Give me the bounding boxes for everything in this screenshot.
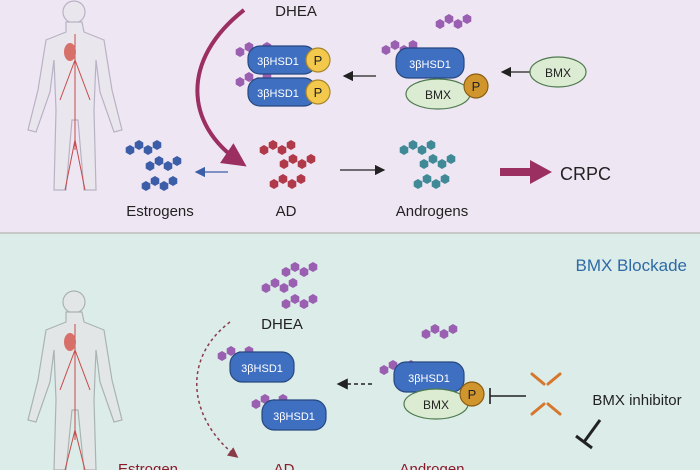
enzyme-label-5: 3βHSD1 [273,411,315,423]
bottom-androgens-label: Androgen [399,461,464,470]
bottom-panel [0,234,700,470]
bmx-label-3: BMX [423,398,449,412]
enzyme-bmx-complex-2: 3βHSD1 BMX P [379,324,485,420]
inhibitor-icon [530,372,562,416]
vasculature-icon [59,34,91,191]
top-dhea-label: DHEA [275,3,317,20]
vasculature-icon-2 [59,324,91,471]
inhibition-bar [489,388,526,404]
bottom-dhea-label: DHEA [261,316,303,333]
bmx-label-1: BMX [425,88,451,102]
bmx-kinase: BMX [529,56,587,88]
enzyme-free-2: 3βHSD1 [251,394,327,431]
enzyme-label-4: 3βHSD1 [241,363,283,375]
dhea-to-ad-arrow [195,8,247,167]
phospho-label-1: P [314,53,323,68]
top-panel [0,0,700,232]
phospho-label-2: P [314,85,323,100]
bottom-ad-label: AD [274,461,295,470]
estrogens-label: Estrogens [126,203,194,220]
bmx-inhibitor-label: BMX inhibitor [592,392,681,409]
bottom-estrogens-label: Estrogen [118,461,178,470]
ad-label: AD [276,203,297,220]
crpc-label: CRPC [560,164,611,184]
enzyme-label-3: 3βHSD1 [409,59,451,71]
enzyme-label-6: 3βHSD1 [408,373,450,385]
crpc-inhibition-bar [575,419,602,450]
phospho-label-4: P [468,387,477,402]
dhea-to-ad-dashed-arrow [196,321,239,458]
androgens-label: Androgens [396,203,469,220]
enzyme-label-1: 3βHSD1 [257,56,299,68]
enzyme-complex-phosphorylated: 3βHSD1 3βHSD1 P P [235,42,331,107]
bmx-label-2: BMX [545,66,571,80]
phospho-label-3: P [472,79,481,94]
enzyme-free-1: 3βHSD1 [217,346,295,383]
enzyme-label-2: 3βHSD1 [257,88,299,100]
enzyme-bmx-complex: 3βHSD1 BMX P [381,40,489,110]
crpc-arrow [500,160,552,184]
bmx-blockade-title: BMX Blockade [576,256,688,275]
